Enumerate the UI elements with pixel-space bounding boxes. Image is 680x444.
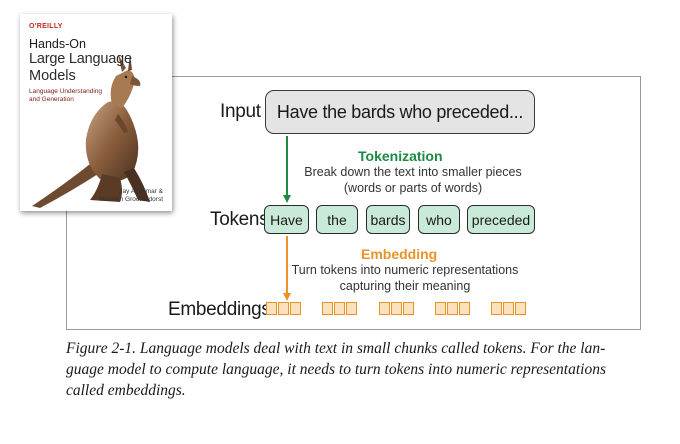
embedding-cell	[503, 302, 514, 315]
tokenization-desc-line1: Break down the text into smaller pieces	[304, 165, 522, 179]
publisher-logo: O'REILLY	[29, 23, 63, 30]
embedding-vector	[491, 302, 527, 317]
figure-caption: Figure 2-1. Language models deal with te…	[66, 338, 641, 401]
embeddings-label: Embeddings	[168, 299, 271, 320]
embedding-cell	[515, 302, 526, 315]
input-text-box: Have the bards who preceded...	[265, 90, 535, 134]
embedding-vector	[435, 302, 471, 317]
embedding-cell	[334, 302, 345, 315]
embedding-vector	[266, 302, 302, 317]
tokenization-description: Break down the text into smaller pieces …	[293, 164, 533, 196]
token: Have	[264, 205, 309, 234]
book-author-line1: Jay Alammar &	[119, 188, 163, 195]
tokenization-title: Tokenization	[358, 148, 443, 164]
embedding-cell	[322, 302, 333, 315]
caption-line2: guage model to compute language, it need…	[66, 361, 606, 378]
embedding-cell	[379, 302, 390, 315]
book-cover: O'REILLY Hands-On Large Language Models …	[20, 14, 172, 211]
book-subtitle-line2: and Generation	[29, 96, 74, 103]
kangaroo-illustration	[32, 54, 150, 208]
embedding-cell	[278, 302, 289, 315]
embedding-cell	[391, 302, 402, 315]
embedding-cell	[447, 302, 458, 315]
caption-line3: called embeddings.	[66, 382, 186, 399]
embedding-title: Embedding	[361, 246, 438, 262]
book-title-line3: Models	[29, 68, 76, 84]
book-subtitle: Language Understanding and Generation	[29, 88, 119, 104]
embedding-cell	[290, 302, 301, 315]
embedding-cell	[435, 302, 446, 315]
token: the	[316, 205, 358, 234]
book-authors: Jay Alammar & Maarten Grootendorst	[83, 188, 163, 204]
embedding-cell	[266, 302, 277, 315]
tokens-label: Tokens	[210, 209, 269, 230]
embedding-cell	[491, 302, 502, 315]
embedding-cell	[459, 302, 470, 315]
token: preceded	[467, 205, 535, 234]
book-subtitle-line1: Language Understanding	[29, 88, 103, 95]
token: who	[418, 205, 460, 234]
book-author-line2: Maarten Grootendorst	[99, 196, 163, 203]
embedding-cell	[403, 302, 414, 315]
embedding-desc-line1: Turn tokens into numeric representations	[291, 263, 519, 277]
tokenization-desc-line2: (words or parts of words)	[343, 181, 483, 195]
embedding-vector	[322, 302, 358, 317]
embedding-desc-line2: capturing their meaning	[339, 279, 471, 293]
caption-line1: Figure 2-1. Language models deal with te…	[66, 340, 606, 357]
token: bards	[366, 205, 410, 234]
embedding-vector	[379, 302, 415, 317]
input-label: Input	[220, 101, 261, 122]
book-title-line1: Hands-On	[29, 37, 86, 51]
embedding-description: Turn tokens into numeric representations…	[285, 262, 525, 294]
embedding-cell	[346, 302, 357, 315]
book-title-line2: Large Language	[29, 51, 132, 67]
